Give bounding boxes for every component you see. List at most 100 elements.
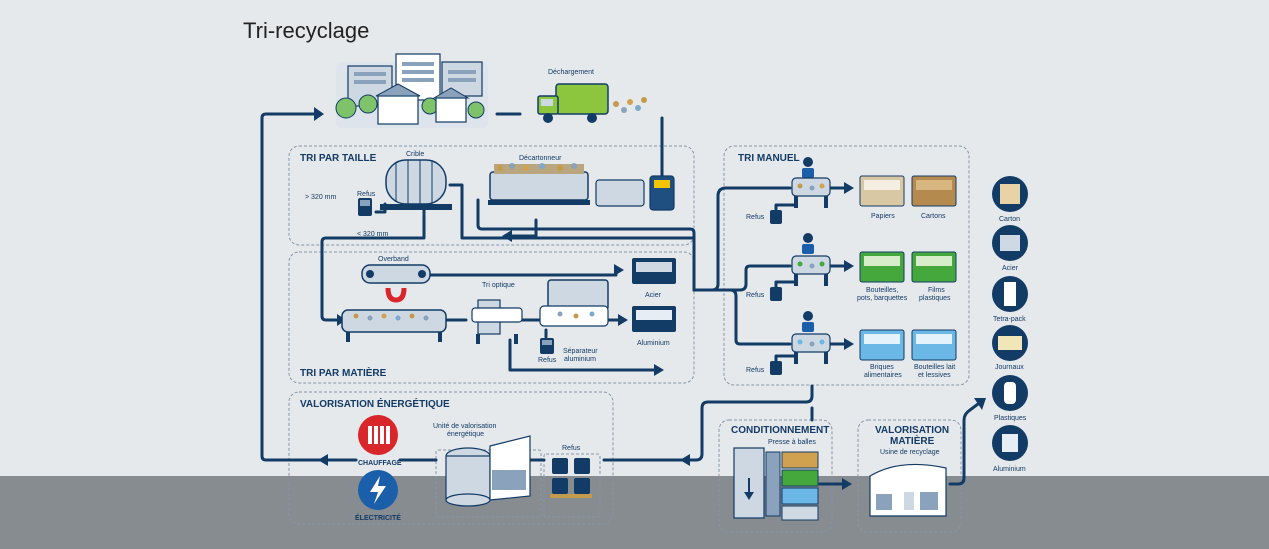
valorisation-matiere-box bbox=[857, 419, 962, 533]
label-unite-2: énergétique bbox=[447, 431, 484, 438]
material-tetra-pack-icon bbox=[992, 276, 1028, 312]
flow-manuel-mid bbox=[692, 264, 792, 292]
label-refus-taille: Refus bbox=[357, 191, 376, 198]
label-briques-1: Briques bbox=[870, 364, 894, 371]
arrow-to-usine bbox=[842, 478, 852, 490]
label-films-1: Films bbox=[928, 287, 945, 294]
label-briques-2: alimentaires bbox=[864, 372, 902, 379]
label-gt320: > 320 mm bbox=[305, 194, 336, 201]
refus-storage bbox=[550, 458, 592, 498]
material-aluminium-icon bbox=[992, 425, 1028, 461]
label-chauffage: CHAUFFAGE bbox=[358, 460, 402, 467]
section-tri-manuel: TRI MANUEL bbox=[738, 153, 800, 164]
ground-band bbox=[0, 476, 1269, 549]
conditionnement-box bbox=[718, 419, 833, 533]
flow-refus-2 bbox=[774, 280, 797, 289]
label-decartonneur: Décartonneur bbox=[519, 155, 562, 162]
label-separateur-1: Séparateur bbox=[563, 348, 598, 355]
arrow-bin-3 bbox=[844, 338, 854, 350]
flow-crible-small bbox=[448, 183, 696, 240]
bin-bouteilles bbox=[859, 251, 905, 283]
label-bouteilles-2: pots, barquettes bbox=[857, 295, 908, 302]
section-valorisation-energetique: VALORISATION ÉNERGÉTIQUE bbox=[300, 397, 450, 410]
uve-sub-box bbox=[435, 449, 542, 518]
tri-optique-machine bbox=[471, 299, 523, 344]
label-material-carton: Carton bbox=[999, 216, 1020, 223]
valorisation-energetique-box bbox=[288, 391, 614, 525]
label-refus-energy: Refus bbox=[562, 445, 581, 452]
flow-manuel-top bbox=[692, 186, 792, 292]
label-refus-matiere: Refus bbox=[538, 357, 557, 364]
flow-to-energy bbox=[688, 384, 814, 462]
flow-return-to-city bbox=[260, 112, 352, 462]
bin-cartons bbox=[911, 175, 957, 207]
flow-usine-to-materials bbox=[948, 402, 980, 486]
label-bouteilles-lait-2: et lessives bbox=[918, 372, 951, 379]
label-usine: Usine de recyclage bbox=[880, 449, 940, 456]
section-valorisation-matiere-2: MATIÈRE bbox=[890, 434, 935, 447]
flow-lt320 bbox=[320, 198, 426, 322]
city-illustration bbox=[335, 53, 488, 128]
crible-machine bbox=[380, 159, 452, 210]
section-tri-par-matiere: TRI PAR MATIÈRE bbox=[300, 366, 387, 379]
label-electricite: ÉLECTRICITÉ bbox=[355, 513, 401, 522]
manual-station-2 bbox=[791, 233, 831, 286]
tri-par-matiere-box bbox=[288, 251, 695, 384]
material-acier-icon bbox=[992, 225, 1028, 261]
label-overband: Overband bbox=[378, 256, 409, 263]
refus-bin-taille bbox=[358, 198, 372, 216]
label-tri-optique: Tri optique bbox=[482, 282, 515, 289]
tri-manuel-box bbox=[723, 145, 970, 386]
label-films-2: plastiques bbox=[919, 295, 951, 302]
label-unite-1: Unité de valorisation bbox=[433, 423, 497, 430]
flow-manuel-bottom bbox=[692, 288, 792, 346]
refus-bin-matiere bbox=[540, 338, 554, 354]
uve-plant bbox=[445, 435, 531, 507]
tri-par-taille-box bbox=[288, 145, 695, 246]
arrow-to-materials bbox=[974, 398, 986, 410]
page-title: Tri-recyclage bbox=[243, 18, 370, 43]
garbage-truck bbox=[537, 83, 647, 123]
label-acier: Acier bbox=[645, 292, 662, 299]
overband-machine bbox=[341, 264, 447, 342]
arrow-energy-left bbox=[318, 454, 328, 466]
section-conditionnement: CONDITIONNEMENT bbox=[731, 425, 829, 436]
arrow-bin-2 bbox=[844, 260, 854, 272]
section-valorisation-matiere-1: VALORISATION bbox=[875, 425, 949, 436]
decartonneur-machine bbox=[488, 163, 675, 211]
flow-refus-3 bbox=[774, 354, 797, 363]
label-material-aluminium: Aluminium bbox=[993, 466, 1026, 473]
presse-a-balles bbox=[733, 447, 819, 521]
label-dechargement: Déchargement bbox=[548, 69, 594, 76]
label-refus-manuel-1: Refus bbox=[746, 214, 765, 221]
arrow-acier bbox=[614, 264, 624, 276]
bin-films bbox=[911, 251, 957, 283]
flow-optique-out bbox=[508, 338, 658, 372]
bin-briques bbox=[859, 329, 905, 361]
electricity-icon bbox=[358, 470, 398, 510]
material-journaux-icon bbox=[992, 325, 1028, 361]
label-cartons: Cartons bbox=[921, 213, 946, 220]
manual-station-1 bbox=[791, 157, 831, 208]
label-bouteilles-lait-1: Bouteilles lait bbox=[914, 364, 955, 371]
label-material-journaux: Journaux bbox=[995, 364, 1024, 371]
label-aluminium: Aluminium bbox=[637, 340, 670, 347]
arrow-aluminium bbox=[618, 314, 628, 326]
manual-station-3 bbox=[791, 311, 831, 364]
arrow-to-crible bbox=[502, 230, 512, 242]
label-presse: Presse à balles bbox=[768, 439, 816, 446]
refus-storage-box bbox=[543, 453, 601, 518]
label-material-plastiques: Plastiques bbox=[994, 415, 1027, 422]
refus-bins-manuel bbox=[770, 210, 782, 375]
flow-refus-1 bbox=[774, 203, 797, 212]
arrow-bin-1 bbox=[844, 182, 854, 194]
arrow-optique-out bbox=[654, 364, 664, 376]
section-tri-par-taille: TRI PAR TAILLE bbox=[300, 153, 377, 164]
bin-bouteilles-lait bbox=[911, 329, 957, 361]
label-lt320: < 320 mm bbox=[357, 231, 388, 238]
material-carton-icon bbox=[992, 176, 1028, 212]
label-crible: Crible bbox=[406, 151, 424, 158]
material-plastiques-icon bbox=[992, 375, 1028, 411]
heating-icon bbox=[358, 415, 398, 455]
